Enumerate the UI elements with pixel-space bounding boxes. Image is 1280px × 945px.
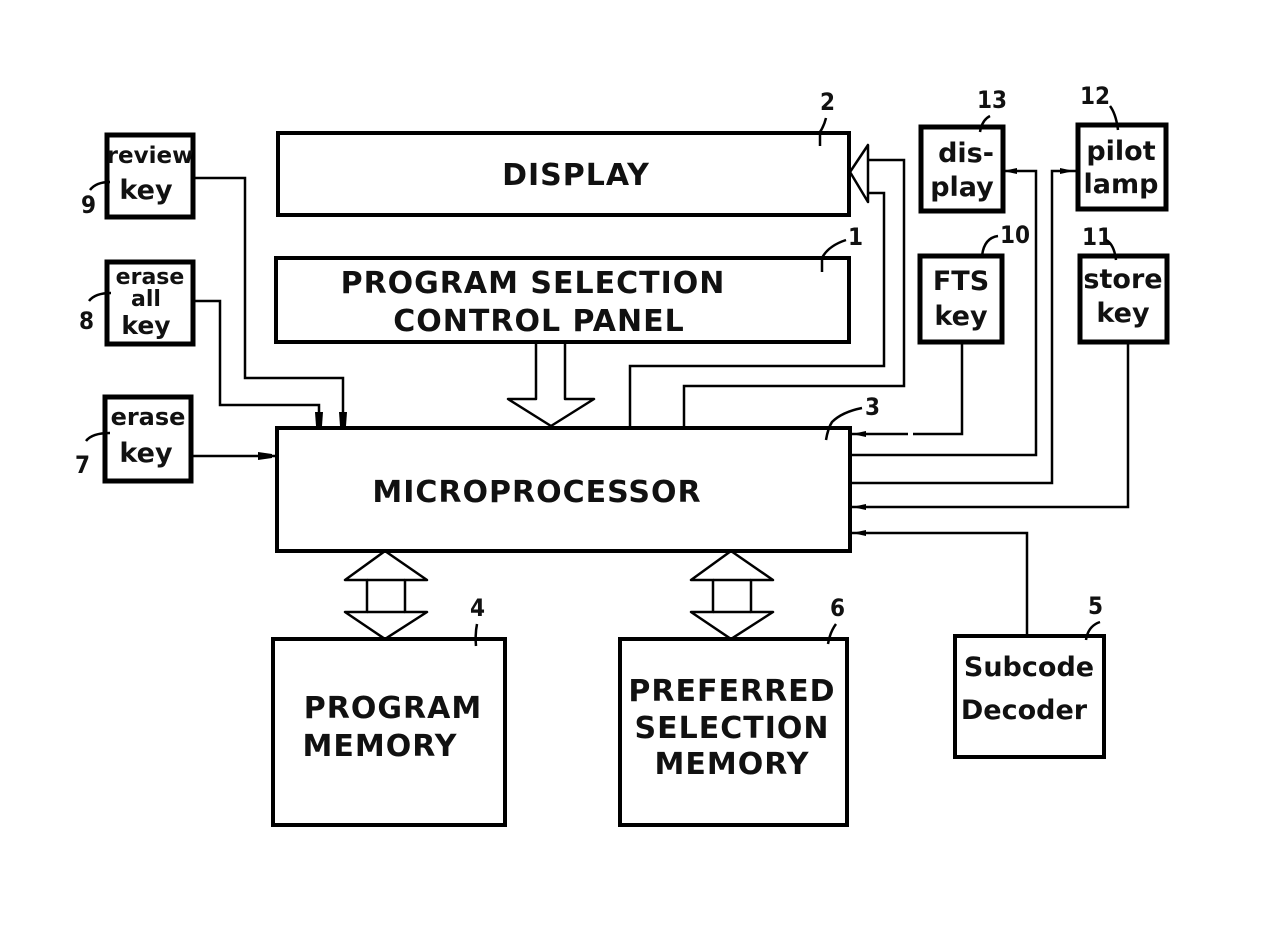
subcode-decoder-label-line2: Decoder (961, 695, 1088, 726)
wire-display-2 (682, 158, 906, 428)
leader-11 (1105, 238, 1118, 261)
preferred-memory-label-line1: PREFERRED (628, 674, 835, 709)
ref-13: 13 (977, 86, 1007, 114)
leader-6 (826, 623, 838, 645)
wire-small-display (852, 169, 1038, 457)
wire-review-key (193, 176, 345, 428)
wire-display-1 (628, 191, 886, 428)
arrow-erase-all-key (315, 412, 323, 426)
microprocessor-label: MICROPROCESSOR (372, 475, 701, 510)
arrow-fts-key (852, 431, 866, 437)
leader-12 (1108, 105, 1120, 131)
arrow-subcode-decoder (852, 530, 866, 536)
leader-5 (1084, 620, 1101, 641)
leader-8 (88, 291, 112, 302)
ref-11: 11 (1082, 223, 1112, 251)
bus-display-connector (848, 143, 870, 204)
wire-subcode-decoder (852, 531, 1029, 636)
display-label: DISPLAY (502, 158, 650, 193)
store-key-label-line2: key (1096, 298, 1150, 329)
display-block: DISPLAY (276, 131, 851, 217)
erase-all-key-label-line1: erase (116, 265, 185, 290)
microprocessor-block: MICROPROCESSOR (275, 426, 852, 553)
fts-key-label-line2: key (934, 301, 988, 332)
preferred-memory-label-line3: MEMORY (655, 747, 810, 782)
leader-13 (978, 114, 991, 133)
review-key-label-line2: key (119, 175, 173, 206)
arrow-erase-key (258, 452, 272, 460)
leader-10 (980, 234, 999, 257)
leader-2 (818, 117, 828, 146)
leader-1 (820, 238, 847, 272)
control-panel-label-line2: CONTROL PANEL (393, 304, 684, 339)
ref-3: 3 (865, 393, 880, 421)
program-memory-label-line2: MEMORY (303, 729, 458, 764)
erase-key-label-line2: key (119, 438, 173, 469)
arrow-small-display (1003, 168, 1017, 174)
ref-8: 8 (79, 307, 94, 335)
review-key-label-line1: review (107, 143, 194, 169)
pilot-lamp-label-line2: lamp (1084, 169, 1159, 200)
arrow-store-key (852, 504, 866, 510)
erase-all-key-label-line2: all (131, 287, 161, 312)
erase-all-key-label-line3: key (121, 311, 170, 340)
arrow-review-key (339, 412, 347, 426)
subcode-decoder-block: Subcode Decoder (953, 634, 1106, 759)
ref-2: 2 (820, 88, 835, 116)
leader-7 (85, 431, 111, 442)
bus-control-panel-to-mp (506, 344, 596, 428)
review-key-block: review key (104, 132, 196, 220)
fts-key-block: FTS key (917, 253, 1005, 345)
wire-store-key (852, 343, 1130, 509)
leader-9 (89, 180, 111, 191)
control-panel-label-line1: PROGRAM SELECTION (341, 266, 726, 301)
arrow-pilot-lamp (1060, 168, 1074, 174)
program-memory-block: PROGRAM MEMORY (271, 637, 507, 827)
pilot-lamp-block: pilot lamp (1075, 122, 1169, 212)
erase-all-key-block: erase all key (104, 259, 196, 347)
ref-10: 10 (1000, 221, 1030, 249)
ref-9: 9 (81, 191, 96, 219)
ref-4: 4 (470, 594, 485, 622)
ref-1: 1 (848, 223, 863, 251)
ref-6: 6 (830, 594, 845, 622)
program-memory-label-line1: PROGRAM (304, 691, 482, 726)
store-key-label-line1: store (1083, 264, 1162, 295)
bus-preferred-memory (689, 549, 775, 641)
leader-4 (474, 623, 479, 647)
ref-7: 7 (75, 451, 90, 479)
ref-5: 5 (1088, 592, 1103, 620)
preferred-memory-label-line2: SELECTION (635, 711, 830, 746)
ref-12: 12 (1080, 82, 1110, 110)
fts-key-label-line1: FTS (933, 266, 989, 297)
subcode-decoder-label-line1: Subcode (964, 652, 1094, 683)
preferred-memory-block: PREFERRED SELECTION MEMORY (618, 637, 849, 827)
erase-key-block: erase key (102, 394, 194, 484)
small-display-label-line2: play (930, 172, 994, 203)
bus-program-memory (343, 549, 429, 641)
small-display-block: dis- play (918, 124, 1006, 214)
erase-key-label-line1: erase (111, 403, 186, 431)
store-key-block: store key (1077, 253, 1170, 345)
leader-3 (824, 406, 863, 441)
control-panel-block: PROGRAM SELECTION CONTROL PANEL (274, 256, 851, 344)
pilot-lamp-label-line1: pilot (1086, 136, 1155, 167)
small-display-label-line1: dis- (938, 138, 994, 169)
wire-fts-key (913, 343, 964, 436)
